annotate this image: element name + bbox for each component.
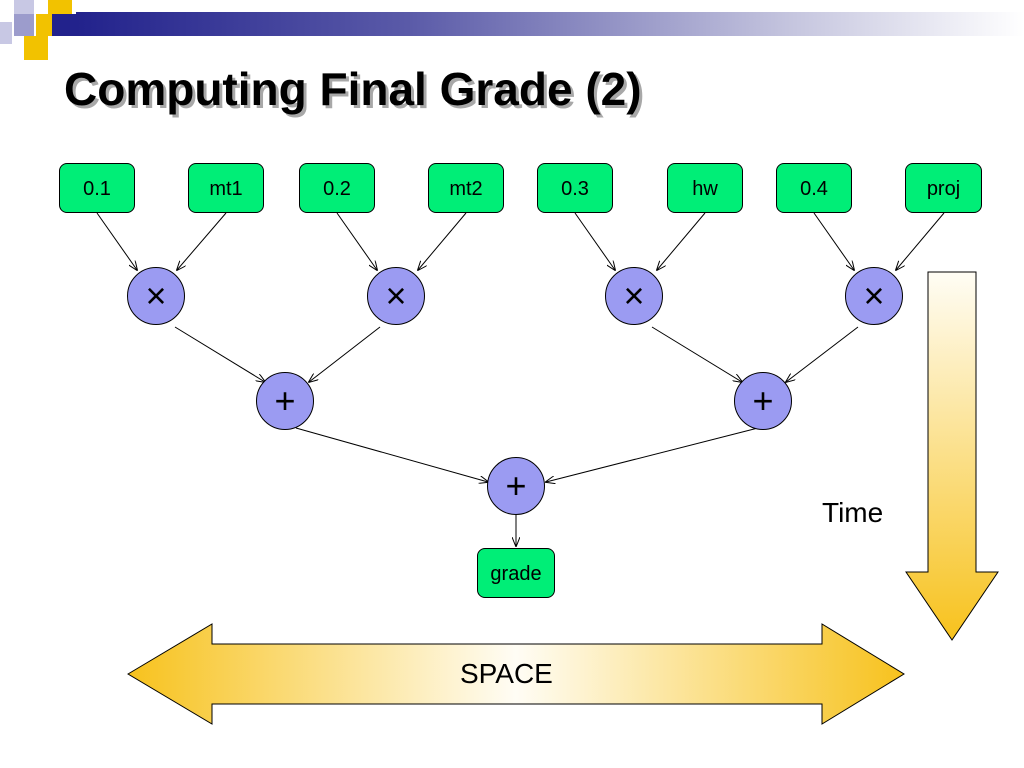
space-arrow [127, 623, 905, 725]
title-bar-gradient [76, 12, 1024, 36]
input-node-mt1: mt1 [188, 163, 264, 213]
multiply-op-2: × [367, 267, 425, 325]
add-op-final: + [487, 457, 545, 515]
input-node-weight-1: 0.1 [59, 163, 135, 213]
time-arrow [905, 271, 999, 641]
edge [813, 212, 854, 270]
input-node-weight-3: 0.3 [537, 163, 613, 213]
space-label: SPACE [460, 658, 553, 689]
output-node-grade: grade [477, 548, 555, 598]
edge [896, 212, 945, 270]
edge [418, 212, 467, 270]
edge [96, 212, 137, 270]
decor-square-4 [52, 14, 76, 36]
edge [174, 326, 265, 382]
decor-square-7 [0, 22, 12, 44]
edge [574, 212, 615, 270]
decor-square-3 [36, 14, 52, 36]
decor-square-1 [14, 0, 34, 14]
input-node-weight-2: 0.2 [299, 163, 375, 213]
multiply-op-1: × [127, 267, 185, 325]
page-title: Computing Final Grade (2) [64, 63, 642, 115]
edge [336, 212, 377, 270]
multiply-op-4: × [845, 267, 903, 325]
edge [786, 326, 859, 382]
edge [177, 212, 227, 270]
edge [651, 326, 742, 382]
decor-square-5 [14, 14, 34, 36]
decor-square-2 [48, 0, 72, 14]
add-op-right: + [734, 372, 792, 430]
edge [546, 427, 759, 482]
time-label: Time [822, 497, 884, 528]
input-node-weight-4: 0.4 [776, 163, 852, 213]
edge [295, 427, 488, 482]
edge [657, 212, 706, 270]
input-node-hw: hw [667, 163, 743, 213]
input-node-mt2: mt2 [428, 163, 504, 213]
edge [309, 326, 381, 382]
decor-square-6 [24, 36, 48, 60]
input-node-proj: proj [905, 163, 982, 213]
add-op-left: + [256, 372, 314, 430]
multiply-op-3: × [605, 267, 663, 325]
